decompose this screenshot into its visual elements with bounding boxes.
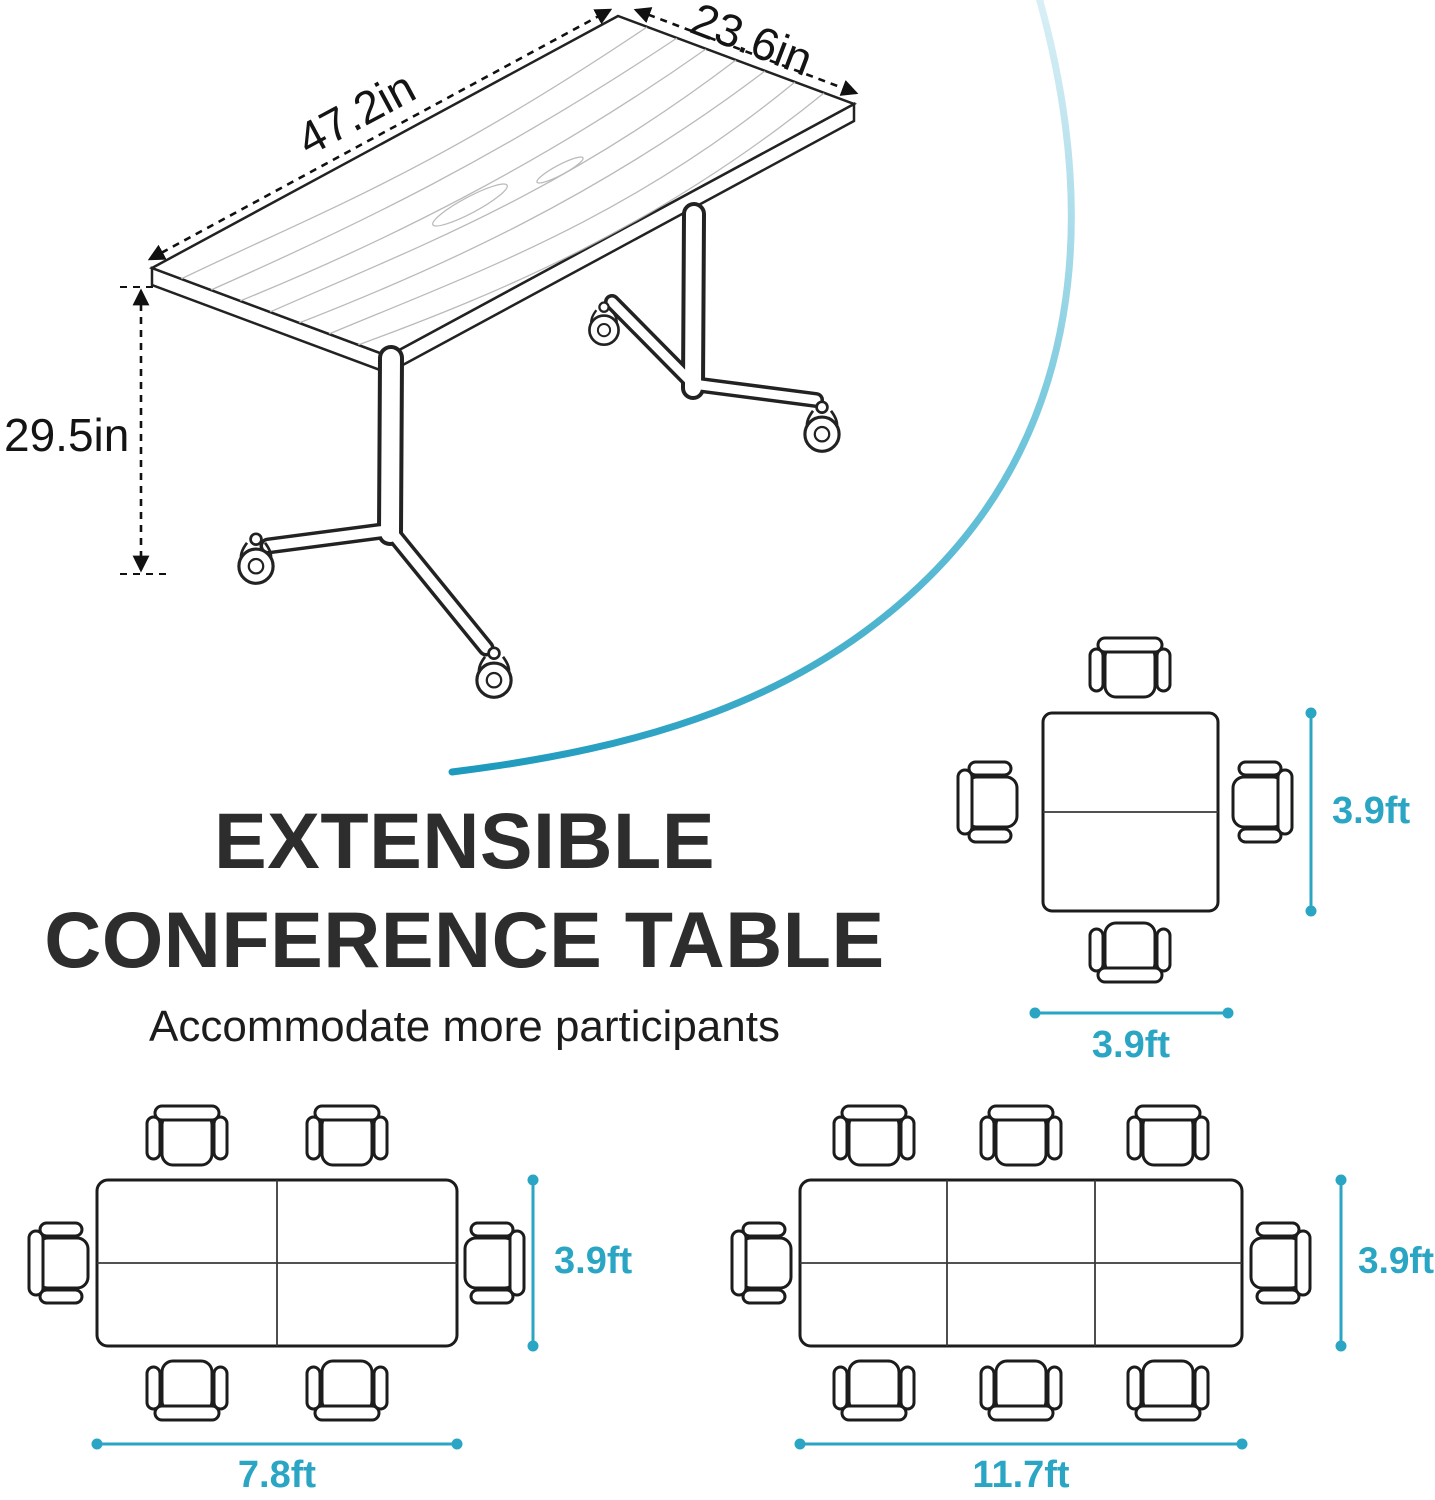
chair-icon [305, 1104, 389, 1167]
height-dimension [527, 1174, 539, 1352]
wood-grain [180, 26, 825, 346]
headline: EXTENSIBLE CONFERENCE TABLE Accommodate … [12, 792, 917, 1052]
layout-6-seats-width-label: 7.8ft [237, 1454, 317, 1496]
chair-icon [463, 1221, 526, 1305]
chair-icon [145, 1104, 229, 1167]
layout-8-seats-width-label: 11.7ft [972, 1454, 1070, 1496]
height-dimension [1305, 707, 1317, 917]
chair-icon [305, 1359, 389, 1422]
height-dimension-label: 29.5in [4, 409, 130, 461]
table-leg-near [237, 345, 513, 699]
layout-6-seats-height-label: 3.9ft [554, 1240, 633, 1282]
chair-icon [979, 1359, 1063, 1422]
chair-icon [832, 1359, 916, 1422]
chair-icon [956, 760, 1019, 844]
length-dimension-line [147, 8, 613, 261]
chair-icon [145, 1359, 229, 1422]
width-dimension-line [633, 7, 859, 96]
chair-icon [730, 1221, 793, 1305]
height-dimension [1335, 1174, 1347, 1352]
chair-icon [1088, 921, 1172, 984]
chair-icon [1126, 1104, 1210, 1167]
chair-icon [832, 1104, 916, 1167]
table-segment-divider [800, 1180, 1242, 1346]
tabletop [148, 14, 858, 375]
layout-4-seats-width-label: 3.9ft [1091, 1024, 1171, 1066]
width-dimension [91, 1438, 463, 1450]
width-dimension [794, 1438, 1248, 1450]
chair-icon [979, 1104, 1063, 1167]
table-leg-far [588, 202, 841, 453]
layout-6-seats [27, 1104, 539, 1450]
layout-4-seats [956, 636, 1317, 1019]
width-dimension [1029, 1007, 1234, 1019]
headline-subtitle: Accommodate more participants [149, 1001, 780, 1051]
caster-wheel-icon [803, 400, 841, 453]
chair-icon [1126, 1359, 1210, 1422]
layout-8-seats [730, 1104, 1347, 1450]
chair-icon [27, 1221, 90, 1305]
layout-8-seats-height-label: 3.9ft [1358, 1240, 1435, 1281]
table-segment-divider [97, 1180, 457, 1346]
decorative-arc [448, 0, 1075, 776]
chair-icon [1249, 1221, 1312, 1305]
layout-4-seats-height-label: 3.9ft [1332, 790, 1411, 832]
chair-icon [1088, 636, 1172, 699]
table-3d-illustration [120, 7, 859, 699]
chair-icon [1231, 760, 1294, 844]
headline-line1: EXTENSIBLE [213, 796, 716, 885]
headline-line2: CONFERENCE TABLE [44, 894, 885, 984]
